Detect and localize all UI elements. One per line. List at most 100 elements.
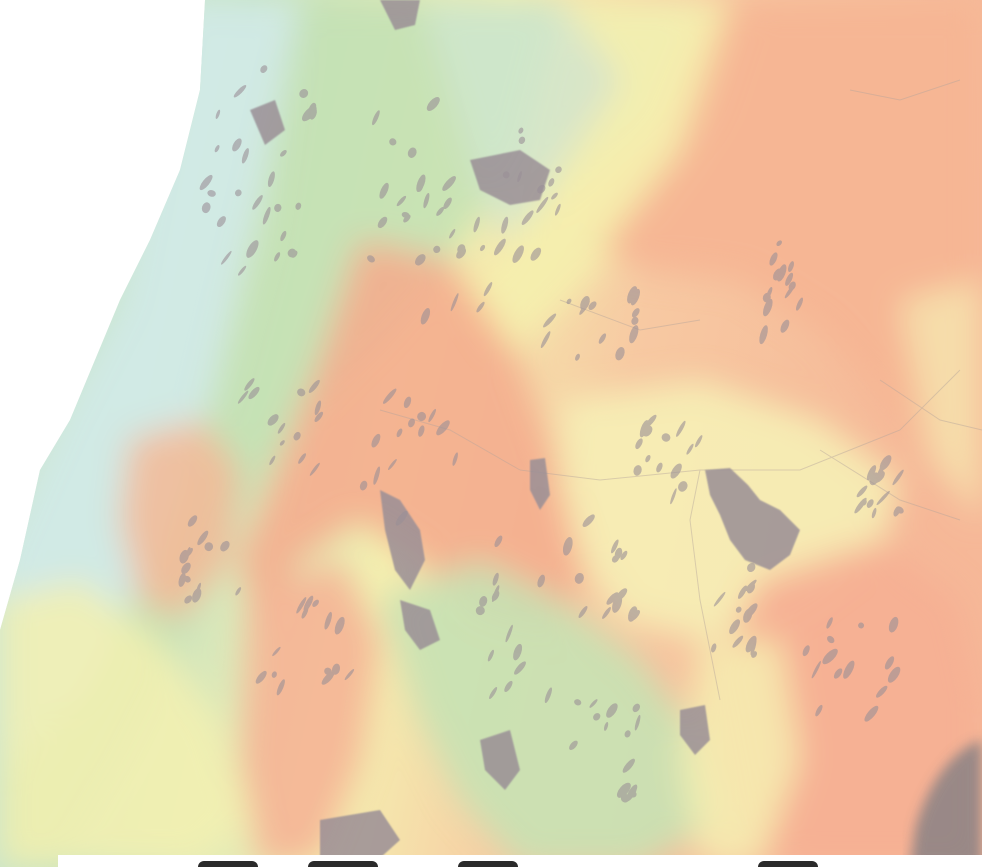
built-up-speck <box>548 178 555 187</box>
built-up-speck <box>866 465 877 481</box>
built-up-speck <box>624 730 631 738</box>
built-up-speck <box>271 671 277 678</box>
built-up-speck <box>518 127 524 134</box>
built-up-speck <box>614 547 623 560</box>
built-up-speck <box>888 616 899 633</box>
built-up-speck <box>732 635 744 648</box>
built-up-speck <box>297 388 306 397</box>
built-up-speck <box>633 465 642 476</box>
built-up-speck <box>603 721 609 731</box>
built-up-speck <box>280 230 287 242</box>
built-up-speck <box>309 462 320 476</box>
built-up-speck <box>483 282 493 297</box>
built-up-speck <box>884 656 895 670</box>
built-up-speck <box>747 562 756 573</box>
built-up-speck <box>530 247 542 261</box>
built-up-speck <box>634 714 641 731</box>
built-up-speck <box>776 240 782 247</box>
built-up-speck <box>382 388 397 404</box>
built-up-speck <box>396 195 407 207</box>
built-up-speck <box>479 244 486 252</box>
built-up-speck <box>555 166 562 174</box>
built-up-speck <box>833 668 843 679</box>
built-up-speck <box>630 791 637 798</box>
built-up-speck <box>578 606 588 618</box>
built-up-speck <box>871 507 877 519</box>
built-up-speck <box>185 546 191 559</box>
dark-corner-blob <box>910 740 982 867</box>
built-up-speck <box>262 206 271 225</box>
built-up-speck <box>298 453 307 464</box>
built-up-speck <box>631 308 640 318</box>
bottom-strip <box>58 855 982 867</box>
built-up-speck <box>776 264 787 282</box>
built-up-speck <box>826 617 833 629</box>
built-up-speck <box>826 635 835 644</box>
built-up-speck <box>279 440 285 446</box>
built-up-speck <box>426 97 440 111</box>
strip-mark-1 <box>198 861 258 867</box>
built-up-speck <box>602 607 611 619</box>
built-up-speck <box>234 189 242 197</box>
built-up-speck <box>238 265 247 276</box>
built-up-speck <box>233 84 247 98</box>
built-up-speck <box>536 196 549 213</box>
built-up-speck <box>785 272 794 286</box>
built-up-speck <box>895 506 904 514</box>
built-up-speck <box>420 308 431 325</box>
built-up-speck <box>735 606 742 613</box>
built-up-speck <box>415 254 426 266</box>
built-up-speck <box>204 542 214 552</box>
built-up-speck <box>876 685 888 698</box>
built-up-speck <box>314 400 322 416</box>
built-up-speck <box>312 599 319 607</box>
built-up-speck <box>788 281 796 291</box>
built-up-speck <box>196 582 201 595</box>
built-up-speck <box>178 573 186 587</box>
built-up-speck <box>811 661 821 679</box>
built-up-speck <box>492 585 500 603</box>
built-up-speck <box>324 611 332 630</box>
built-up-speck <box>582 514 595 527</box>
built-up-speck <box>551 192 558 200</box>
built-up-speck <box>517 171 522 183</box>
built-up-speck <box>611 539 619 554</box>
built-up-speck <box>199 174 213 191</box>
built-up-speck <box>276 679 285 696</box>
built-up-speck <box>241 148 249 164</box>
built-up-speck <box>367 255 375 263</box>
built-up-speck <box>359 480 368 491</box>
built-up-speck <box>670 463 682 479</box>
built-up-speck <box>407 147 417 158</box>
built-up-speck <box>449 228 456 239</box>
built-up-speck <box>314 411 324 423</box>
built-up-speck <box>267 171 275 188</box>
built-up-speck <box>616 782 631 798</box>
built-up-speck <box>215 109 221 119</box>
built-up-speck <box>501 216 509 234</box>
built-up-speck <box>187 515 198 527</box>
built-up-speck <box>589 699 598 708</box>
built-up-speck <box>479 596 488 607</box>
built-up-speck <box>642 425 653 437</box>
built-up-speck <box>395 510 408 526</box>
built-up-speck <box>512 245 524 263</box>
built-up-speck <box>502 171 510 179</box>
built-up-speck <box>269 455 276 466</box>
built-up-speck <box>403 214 411 223</box>
built-up-speck <box>260 65 268 73</box>
built-up-speck <box>237 390 249 404</box>
built-up-areas <box>250 0 800 867</box>
built-up-speck <box>334 616 345 635</box>
built-up-speck <box>248 386 260 400</box>
built-up-speck <box>795 297 804 311</box>
built-up-speck <box>192 588 202 603</box>
built-up-speck <box>631 316 639 325</box>
built-up-speck <box>892 469 904 486</box>
built-up-speck <box>373 466 381 485</box>
built-up-speck <box>737 585 748 599</box>
built-up-speck <box>416 174 426 193</box>
built-up-speck <box>280 149 287 157</box>
